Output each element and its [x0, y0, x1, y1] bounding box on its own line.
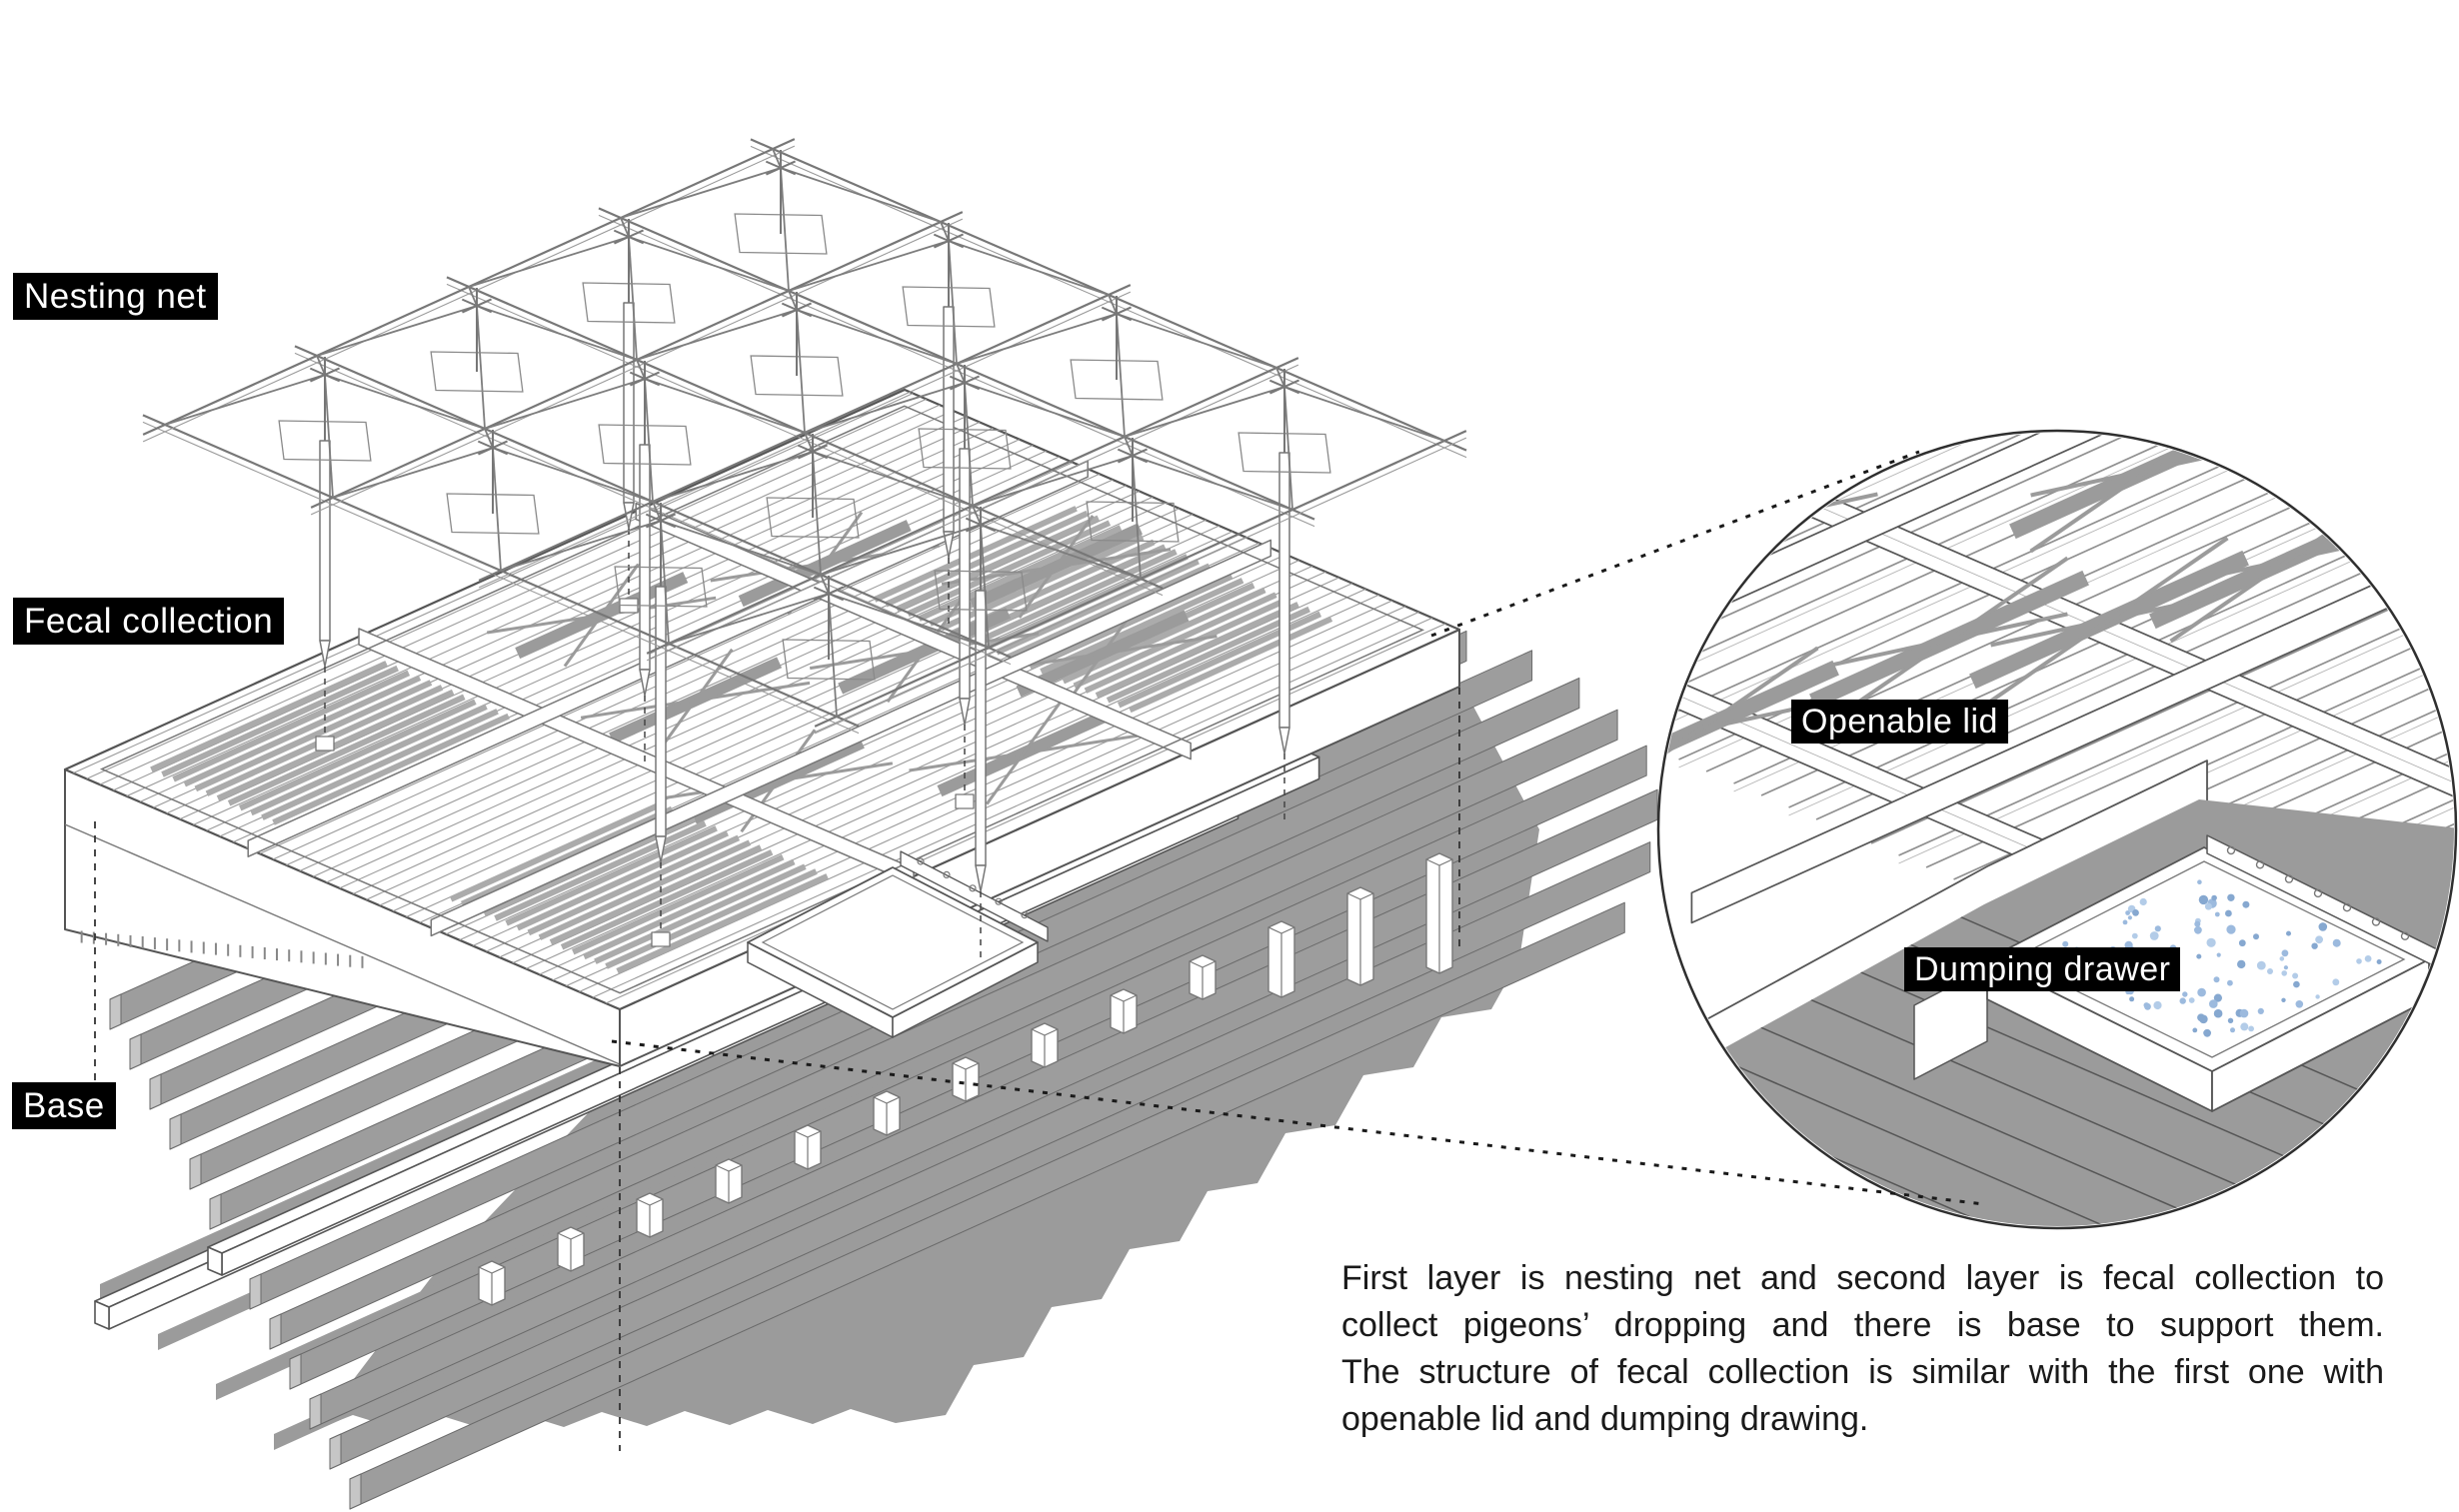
nesting-net-drawing	[142, 138, 1467, 961]
caption-line: First layer is nesting net and second la…	[1341, 1259, 2384, 1297]
label-base: Base	[12, 1082, 116, 1130]
label-openable-lid: Openable lid	[1791, 700, 2008, 745]
label-fecal-collection: Fecal collection	[13, 598, 285, 646]
projection-guides	[94, 688, 1460, 1451]
leader-lines	[611, 450, 1985, 1206]
caption-line: collect pigeons’ dropping and there is b…	[1341, 1306, 2384, 1344]
caption-line: openable lid and dumping drawing.	[1341, 1400, 1869, 1438]
label-nesting-net: Nesting net	[13, 273, 218, 321]
label-dumping-drawer: Dumping drawer	[1904, 947, 2181, 992]
caption-line: The structure of fecal collection is sim…	[1341, 1353, 2384, 1391]
caption: First layer is nesting net and second la…	[1341, 1255, 2384, 1443]
